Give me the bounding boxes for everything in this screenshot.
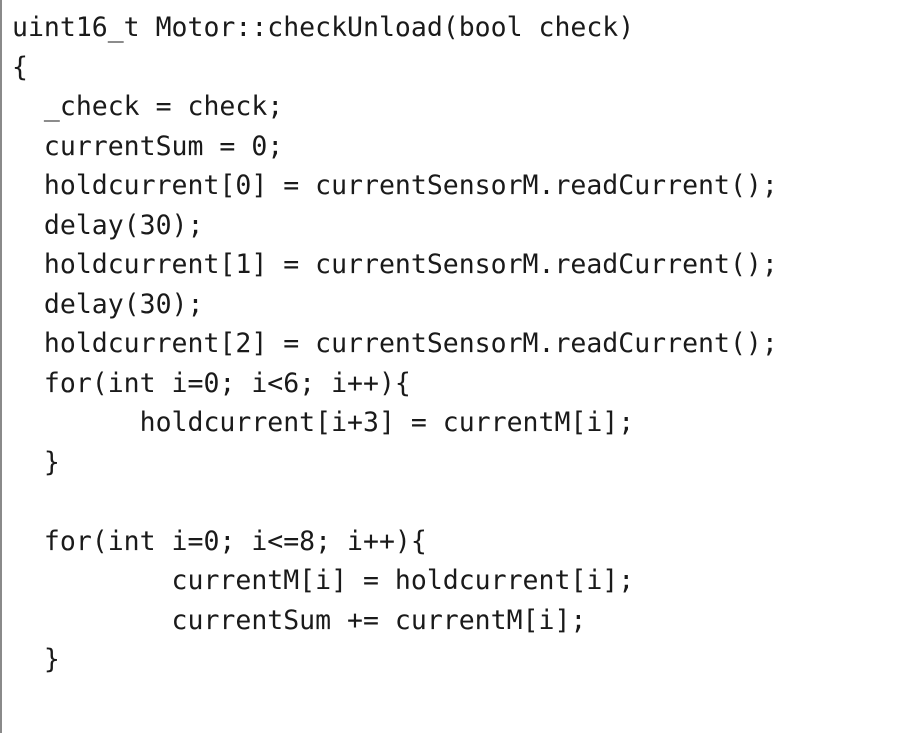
code-line: { — [12, 51, 28, 83]
code-line: } — [12, 446, 60, 478]
code-line — [12, 482, 778, 522]
code-line: } — [12, 644, 60, 675]
code-line: _check = check; — [12, 91, 284, 122]
code-line: currentSum = 0; — [12, 130, 284, 162]
code-line: holdcurrent[1] = currentSensorM.readCurr… — [12, 249, 778, 280]
code-lines: uint16_t Motor::checkUnload(bool check) … — [12, 8, 778, 719]
code-line: holdcurrent[0] = currentSensorM.readCurr… — [12, 170, 778, 201]
code-line: holdcurrent[2] = currentSensorM.readCurr… — [12, 328, 778, 359]
code-line: delay(30); — [12, 209, 204, 241]
code-line: delay(30); — [12, 288, 204, 320]
code-line: holdcurrent[i+3] = currentM[i]; — [12, 407, 635, 438]
code-line — [12, 680, 778, 720]
code-line: uint16_t Motor::checkUnload(bool check) — [12, 12, 635, 43]
code-line: currentM[i] = holdcurrent[i]; — [12, 565, 635, 596]
code-line: for(int i=0; i<6; i++){ — [12, 367, 411, 399]
code-line: currentSum += currentM[i]; — [12, 604, 587, 636]
code-line: for(int i=0; i<=8; i++){ — [12, 525, 427, 557]
